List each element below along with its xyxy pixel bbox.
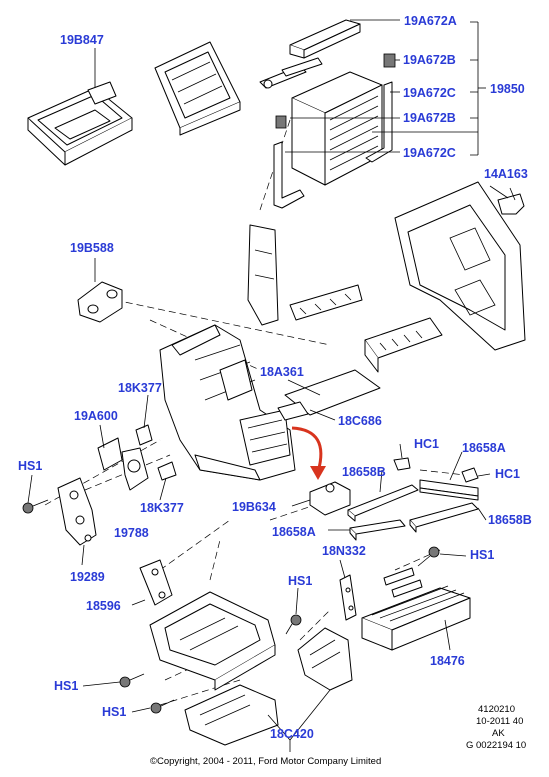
label-19289: 19289 (70, 570, 105, 584)
part-18658B-strip-left (347, 484, 419, 522)
label-18596: 18596 (86, 599, 121, 613)
part-14A163-clip (497, 187, 525, 215)
label-19A600: 19A600 (74, 409, 118, 423)
label-18658A-top: 18658A (462, 441, 506, 455)
label-18C686: 18C686 (338, 414, 382, 428)
part-plenum-housing (159, 324, 296, 481)
label-18658A-bottom: 18658A (272, 525, 316, 539)
label-HS1-right: HS1 (470, 548, 494, 562)
part-18N332-bracket (339, 574, 357, 621)
label-19A672B-top: 19A672B (403, 53, 456, 67)
part-HS1-screw-lower2 (150, 699, 175, 714)
label-18K377-top: 18K377 (118, 381, 162, 395)
meta-line-1: 4120210 (478, 704, 515, 715)
part-18C420-duct (184, 684, 279, 746)
part-18658A-strip (419, 479, 479, 501)
part-HS1-screw-lower1 (119, 673, 145, 688)
label-HS1-left: HS1 (18, 459, 42, 473)
part-door-housing-top (154, 41, 241, 136)
part-19B847-filter-frame (27, 81, 133, 166)
meta-line-4: G 0022194 10 (466, 740, 526, 751)
label-18476: 18476 (430, 654, 465, 668)
meta-line-3: AK (492, 728, 505, 739)
label-18C420: 18C420 (270, 727, 314, 741)
label-19B847: 19B847 (60, 33, 104, 47)
leader-lines (27, 48, 509, 752)
copyright-notice: ©Copyright, 2004 - 2011, Ford Motor Comp… (150, 756, 381, 767)
label-19A672B-bottom: 19A672B (403, 111, 456, 125)
label-19A672C-bottom: 19A672C (403, 146, 456, 160)
label-HC1-top: HC1 (414, 437, 439, 451)
part-18A361-door (277, 369, 381, 421)
label-HS1-lower1: HS1 (54, 679, 78, 693)
part-19A672A-seal (289, 19, 361, 59)
part-vertical-duct (247, 224, 363, 326)
label-HS1-lower2: HS1 (102, 705, 126, 719)
label-19788: 19788 (114, 526, 149, 540)
label-19B634: 19B634 (232, 500, 276, 514)
label-14A163: 14A163 (484, 167, 528, 181)
part-HS1-screw-left (22, 499, 49, 514)
part-18596-bracket (139, 559, 173, 606)
part-duct-center (297, 627, 353, 691)
label-19A672C-top: 19A672C (403, 86, 456, 100)
label-HC1-right: HC1 (495, 467, 520, 481)
label-18A361: 18A361 (260, 365, 304, 379)
part-HC1-clip-right (461, 467, 479, 483)
part-19850-evaporator (259, 57, 383, 186)
part-19A672B-seal-bottom (275, 115, 287, 129)
part-19A600-motor (97, 437, 149, 491)
label-19B588: 19B588 (70, 241, 114, 255)
part-lower-housing (149, 591, 276, 691)
label-18N332: 18N332 (322, 544, 366, 558)
label-18658B-top: 18658B (342, 465, 386, 479)
part-18K377-bracket-bottom (157, 461, 177, 481)
diagram-metadata: 4120210 10-2011 40 AK G 0022194 10 ©Copy… (150, 704, 526, 767)
part-19A672B-seal-top (383, 53, 396, 68)
callout-bracket-19850 (285, 19, 486, 156)
part-19A672C-seal-right (365, 81, 393, 163)
part-19A672C-seal-left (273, 141, 305, 209)
part-19289-actuator (57, 477, 97, 546)
direction-arrow (291, 426, 326, 480)
part-HS1-screw-right (417, 546, 440, 567)
part-18658B-strip-right (409, 502, 479, 533)
label-HS1-mid: HS1 (288, 574, 312, 588)
part-19B588-gasket (77, 281, 123, 323)
part-19B634-actuator (309, 481, 351, 516)
part-18476-heater-core (361, 567, 471, 651)
meta-line-2: 10-2011 40 (476, 716, 523, 727)
part-heater-housing-right (364, 181, 526, 373)
label-19850: 19850 (490, 82, 525, 96)
label-19A672A: 19A672A (404, 14, 457, 28)
part-HC1-clip-top (393, 457, 411, 471)
part-HS1-screw-mid (285, 614, 302, 635)
part-labels: 19B847 19A672A 19A672B 19A672C 19850 19A… (18, 14, 532, 741)
label-18658B-right: 18658B (488, 513, 532, 527)
part-18658A-strip-lower (349, 519, 406, 541)
label-18K377-bottom: 18K377 (140, 501, 184, 515)
